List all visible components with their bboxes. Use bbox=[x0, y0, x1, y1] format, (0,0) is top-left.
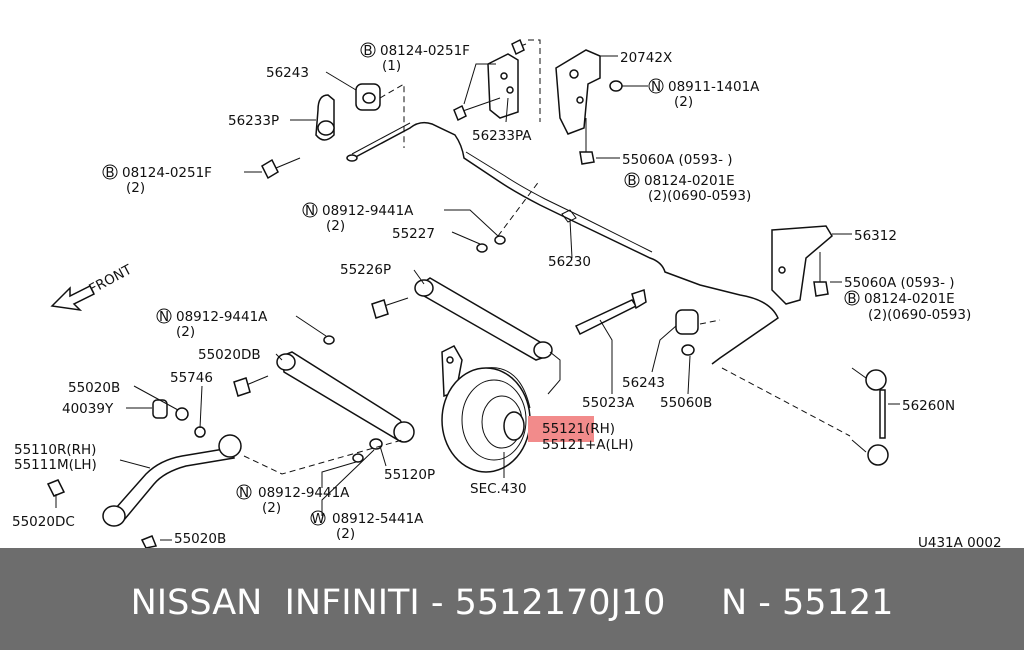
bracket-20742x bbox=[555, 49, 623, 135]
bolt-55060a-top bbox=[579, 118, 595, 165]
label-08124-0251f-left: 08124-0251F bbox=[122, 165, 212, 181]
marker-n-4: N bbox=[236, 484, 252, 501]
axle-hub bbox=[441, 345, 531, 473]
label-08912-9441a-bottom-qty: (2) bbox=[262, 500, 281, 516]
marker-b-1: B bbox=[360, 42, 376, 59]
label-08912-9441a-mid-qty: (2) bbox=[176, 324, 195, 340]
label-08124-0251f-top-qty: (1) bbox=[382, 58, 401, 74]
marker-b-3: B bbox=[624, 172, 640, 189]
diagram-code: U431A 0002 bbox=[918, 535, 1002, 548]
lower-link-55120p bbox=[276, 351, 415, 443]
svg-text:B: B bbox=[363, 43, 372, 59]
bolt-top-2 bbox=[261, 157, 301, 180]
label-55121-lh: 55121+A(LH) bbox=[542, 437, 634, 453]
label-56233pa: 56233PA bbox=[472, 128, 532, 144]
label-08124-0251f-left-qty: (2) bbox=[126, 180, 145, 196]
label-55111m: 55111M(LH) bbox=[14, 457, 97, 473]
label-56243-lower: 56243 bbox=[622, 375, 665, 391]
parts-diagram: FRONT B N B B bbox=[12, 38, 1002, 548]
svg-text:B: B bbox=[627, 173, 636, 189]
marker-b-2: B bbox=[102, 164, 118, 181]
bracket-56312 bbox=[771, 225, 833, 305]
bushing-56243-top bbox=[355, 83, 381, 111]
svg-text:N: N bbox=[239, 485, 249, 501]
bolt-top-1 bbox=[453, 97, 501, 122]
svg-text:W: W bbox=[311, 511, 324, 527]
label-55120p: 55120P bbox=[384, 467, 435, 483]
label-08911-1401a: 08911-1401A bbox=[668, 79, 760, 95]
label-20742x: 20742X bbox=[620, 50, 672, 66]
bolt-55226p bbox=[371, 297, 409, 319]
marker-n-1: N bbox=[648, 78, 664, 95]
svg-text:N: N bbox=[305, 203, 315, 219]
label-55060b: 55060B bbox=[660, 395, 712, 411]
label-08124-0201e-right-qty: (2)(0690-0593) bbox=[868, 307, 971, 323]
highlight-55121 bbox=[528, 416, 594, 442]
bushing-56243-lower bbox=[675, 309, 699, 335]
label-08912-5441a-qty: (2) bbox=[336, 526, 355, 542]
front-arrow bbox=[50, 284, 96, 312]
label-55020b-bottom: 55020B bbox=[174, 531, 226, 547]
label-08124-0201e-right: 08124-0201E bbox=[864, 291, 955, 307]
label-56233p: 56233P bbox=[228, 113, 279, 129]
label-56230: 56230 bbox=[548, 254, 591, 270]
label-40039y: 40039Y bbox=[62, 401, 114, 417]
label-56243-top: 56243 bbox=[266, 65, 309, 81]
label-55020b-top: 55020B bbox=[68, 380, 120, 396]
upper-link-55226p bbox=[414, 277, 553, 361]
label-55746: 55746 bbox=[170, 370, 213, 386]
label-08912-9441a-mid: 08912-9441A bbox=[176, 309, 268, 325]
label-55121-rh: 55121(RH) bbox=[542, 421, 615, 437]
bolt-55060a-right bbox=[813, 252, 829, 297]
label-08911-1401a-qty: (2) bbox=[674, 94, 693, 110]
label-55060a-right: 55060A (0593- ) bbox=[844, 275, 955, 291]
label-56312: 56312 bbox=[854, 228, 897, 244]
label-08124-0201e-top-qty: (2)(0690-0593) bbox=[648, 188, 751, 204]
bolt-55023a bbox=[574, 289, 647, 336]
label-08912-5441a: 08912-5441A bbox=[332, 511, 424, 527]
label-sec430: SEC.430 bbox=[470, 481, 527, 497]
label-08124-0201e-top: 08124-0201E bbox=[644, 173, 735, 189]
part-number-banner: NISSAN INFINITI - 5512170J10 N - 55121 bbox=[0, 548, 1024, 650]
label-55060a-top: 55060A (0593- ) bbox=[622, 152, 733, 168]
label-55020dc: 55020DC bbox=[12, 514, 75, 530]
label-55110r: 55110R(RH) bbox=[14, 442, 96, 458]
marker-n-3: N bbox=[156, 308, 172, 325]
label-56260n: 56260N bbox=[902, 398, 955, 414]
label-08912-9441a-top: 08912-9441A bbox=[322, 203, 414, 219]
svg-text:B: B bbox=[105, 165, 114, 181]
part-number-text: NISSAN INFINITI - 5512170J10 N - 55121 bbox=[130, 583, 894, 623]
svg-text:B: B bbox=[847, 291, 856, 307]
label-08912-9441a-top-qty: (2) bbox=[326, 218, 345, 234]
label-08124-0251f-top: 08124-0251F bbox=[380, 43, 470, 59]
svg-text:N: N bbox=[159, 309, 169, 325]
marker-b-4: B bbox=[844, 290, 860, 307]
label-55023a: 55023A bbox=[582, 395, 635, 411]
clamp-56233pa bbox=[487, 53, 519, 119]
label-55227: 55227 bbox=[392, 226, 435, 242]
bolt-55020db bbox=[233, 375, 269, 397]
svg-text:N: N bbox=[651, 79, 661, 95]
lateral-link-55110r bbox=[102, 434, 242, 527]
stabilizer-bar bbox=[349, 121, 779, 365]
marker-n-2: N bbox=[302, 202, 318, 219]
label-55020db: 55020DB bbox=[198, 347, 261, 363]
label-08912-9441a-bottom: 08912-9441A bbox=[258, 485, 350, 501]
label-55226p: 55226P bbox=[340, 262, 391, 278]
connecting-rod-56260n bbox=[851, 367, 889, 466]
front-label: FRONT bbox=[86, 261, 135, 297]
marker-w-1: W bbox=[310, 510, 326, 527]
clamp-56233p bbox=[315, 94, 335, 141]
